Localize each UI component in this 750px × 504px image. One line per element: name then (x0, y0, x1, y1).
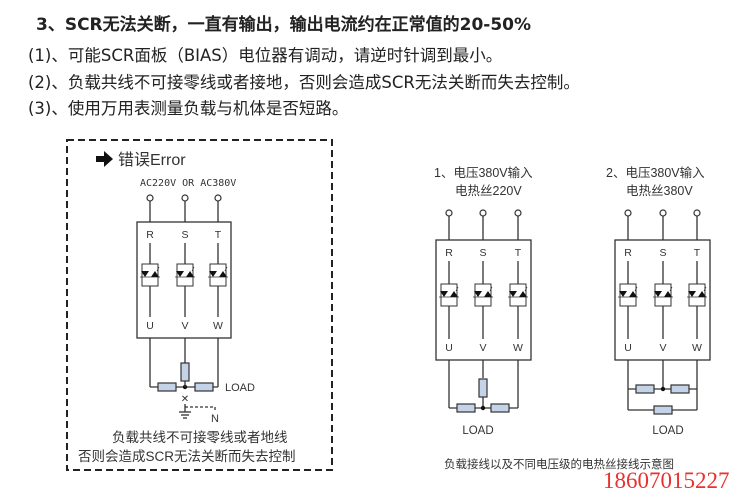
scr-cell (176, 263, 194, 287)
input-terminal-icon (445, 209, 453, 217)
input-label-T: T (694, 247, 701, 259)
step-3-text: (3)、使用万用表测量负载与机体是否短路。 (28, 99, 349, 118)
output-label-U: U (624, 342, 632, 354)
scr-cell (474, 283, 492, 307)
input-terminal-icon (146, 194, 154, 202)
error-dashed-frame (66, 139, 333, 471)
input-label-R: R (624, 247, 632, 259)
input-terminal-icon (214, 194, 222, 202)
thyristor-icon (654, 291, 662, 297)
load-resistor (490, 403, 510, 413)
load-label: LOAD (462, 425, 493, 437)
supply-voltage-label: AC220V OR AC380V (140, 178, 236, 189)
output-label-V: V (181, 320, 188, 332)
gate-lead (191, 266, 195, 272)
thyristor-icon (474, 291, 482, 297)
load-resistor (670, 384, 690, 394)
load-label: LOAD (225, 382, 255, 394)
load-resistor (478, 378, 488, 398)
input-label-R: R (146, 229, 154, 241)
input-label-T: T (215, 229, 222, 241)
output-label-U: U (146, 320, 154, 332)
output-label-W: W (692, 342, 702, 354)
gate-lead (224, 266, 228, 272)
diagram2-title-2: 电热丝380V (626, 184, 693, 198)
output-label-W: W (213, 320, 223, 332)
load-resistor (456, 403, 476, 413)
scr-module-box (136, 221, 232, 339)
thyristor-icon (151, 271, 159, 277)
gate-lead (669, 286, 673, 292)
junction-dot (660, 386, 666, 392)
thyristor-icon (450, 291, 458, 297)
thyristor-icon (519, 291, 527, 297)
scr-cell (209, 263, 227, 287)
diagram1-title-1: 1、电压380V输入 (434, 165, 533, 180)
load-resistor (194, 382, 214, 392)
scr-cell (440, 283, 458, 307)
thyristor-icon (629, 291, 637, 297)
output-label-W: W (513, 342, 523, 354)
step-1-text: (1)、可能SCR面板（BIAS）电位器有调动，请逆时针调到最小。 (28, 46, 503, 65)
thyristor-icon (509, 291, 517, 297)
thyristor-icon (688, 291, 696, 297)
gate-lead (524, 286, 528, 292)
input-terminal-icon (659, 209, 667, 217)
output-label-V: V (479, 342, 486, 354)
thyristor-icon (619, 291, 627, 297)
error-title: 错误Error (118, 151, 186, 169)
input-label-R: R (445, 247, 453, 259)
phone-number: 18607015227 (603, 468, 730, 493)
input-terminal-icon (181, 194, 189, 202)
input-label-S: S (479, 247, 486, 259)
input-terminal-icon (514, 209, 522, 217)
gate-lead (703, 286, 707, 292)
load-resistor (635, 384, 655, 394)
scr-cell (688, 283, 706, 307)
wiring-caption: 负载接线以及不同电压级的电热丝接线示意图 (444, 457, 674, 471)
thyristor-icon (219, 271, 227, 277)
load-resistor (653, 405, 673, 415)
arrow-right-icon (96, 151, 113, 167)
input-label-S: S (181, 229, 188, 241)
cross-mark-icon: ✕ (181, 394, 189, 405)
output-label-V: V (659, 342, 666, 354)
input-terminal-icon (624, 209, 632, 217)
input-terminal-icon (479, 209, 487, 217)
thyristor-icon (664, 291, 672, 297)
thyristor-icon (176, 271, 184, 277)
diagram1-title-2: 电热丝220V (455, 184, 522, 198)
thyristor-icon (484, 291, 492, 297)
gate-lead (489, 286, 493, 292)
input-terminal-icon (693, 209, 701, 217)
gate-lead (156, 266, 160, 272)
step-2-text: (2)、负载共线不可接零线或者接地，否则会造成SCR无法关断而失去控制。 (28, 73, 580, 92)
scr-cell (141, 263, 159, 287)
junction-dot (480, 405, 486, 411)
scr-cell (654, 283, 672, 307)
diagram2-title-1: 2、电压380V输入 (606, 165, 705, 180)
load-label: LOAD (652, 425, 683, 437)
load-resistor (180, 362, 190, 382)
neutral-label: N (211, 413, 219, 425)
error-caption-2: 否则会造成SCR无法关断而失去控制 (78, 449, 296, 464)
output-label-U: U (445, 342, 453, 354)
thyristor-icon (209, 271, 217, 277)
thyristor-icon (440, 291, 448, 297)
gate-lead (634, 286, 638, 292)
section-heading: 3、SCR无法关断，一直有输出，输出电流约在正常值的20-50% (36, 15, 532, 35)
input-label-S: S (659, 247, 666, 259)
thyristor-icon (698, 291, 706, 297)
thyristor-icon (141, 271, 149, 277)
load-resistor (157, 382, 177, 392)
scr-cell (509, 283, 527, 307)
scr-cell (619, 283, 637, 307)
thyristor-icon (186, 271, 194, 277)
error-caption-1: 负载共线不可接零线或者地线 (112, 429, 288, 445)
input-label-T: T (515, 247, 522, 259)
gate-lead (455, 286, 459, 292)
